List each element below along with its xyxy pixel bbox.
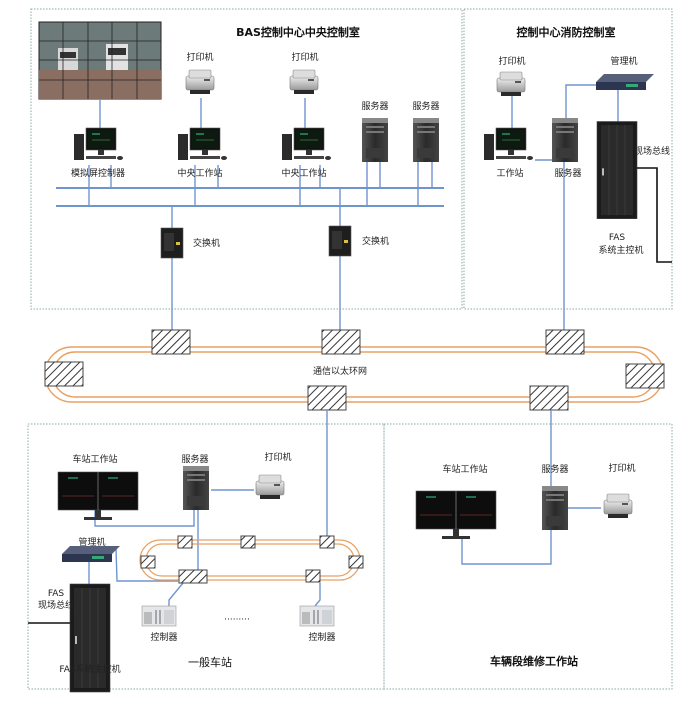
ring-node: [529, 385, 569, 411]
bas-switch-1: [160, 227, 184, 259]
controller-2-label: 控制器: [308, 631, 335, 643]
fire-manager-label: 管理机: [610, 55, 637, 67]
fire-manager: [596, 74, 654, 90]
central-workstation-1-label: 中央工作站: [177, 167, 222, 179]
bas-server-1: [362, 118, 388, 162]
fire-workstation: [483, 127, 534, 161]
depot-server: [542, 486, 568, 530]
controller-ellipsis: ·········: [224, 615, 250, 625]
controller-2: [299, 605, 335, 627]
central-workstation-2: [281, 127, 332, 161]
station-fas-host-rack: [69, 583, 111, 693]
station-server: [183, 466, 209, 510]
ring-node: [140, 555, 156, 569]
bas-printer-2: [289, 69, 319, 95]
fas-host-rack: [596, 121, 638, 220]
ring-node: [625, 363, 665, 389]
bas-server-2-label: 服务器: [412, 100, 439, 112]
fire-server: [552, 118, 578, 162]
zone-fire-center: [463, 8, 673, 310]
zone-bas-center: [30, 8, 463, 310]
ring-node: [178, 569, 208, 584]
fas-host-label-2: 系统主控机: [598, 244, 643, 256]
fire-printer: [496, 71, 526, 97]
depot-workstation: [415, 490, 497, 540]
bas-switch-2-label: 交换机: [362, 235, 389, 247]
depot-printer: [603, 493, 633, 519]
station-server-label: 服务器: [181, 453, 208, 465]
depot-server-label: 服务器: [541, 463, 568, 475]
ring-node: [44, 361, 84, 387]
ring-node: [321, 329, 361, 355]
bas-switch-1-label: 交换机: [193, 237, 220, 249]
ring-node: [348, 555, 364, 569]
bas-center-title: BAS控制中心中央控制室: [236, 25, 360, 39]
station-fas-host-label: FAS系统主控机: [59, 663, 120, 675]
bas-switch-2: [328, 225, 352, 257]
bas-server-2: [413, 118, 439, 162]
videowall-controller-pc: [73, 127, 124, 161]
bas-printer-1: [185, 69, 215, 95]
station-workstation-label: 车站工作站: [72, 453, 117, 465]
ring-nodes: [44, 329, 665, 411]
video-wall: [38, 21, 162, 100]
fire-workstation-label: 工作站: [496, 167, 523, 179]
field-bus-label-1: 现场总线: [634, 145, 670, 157]
station-fas-bus-label-1: FAS: [48, 589, 65, 599]
central-workstation-2-label: 中央工作站: [281, 167, 326, 179]
bas-links: [56, 98, 444, 330]
station-manager-label: 管理机: [78, 536, 105, 548]
ring-node: [240, 535, 256, 549]
general-station-title: 一般车站: [188, 655, 232, 669]
bas-server-1-label: 服务器: [361, 100, 388, 112]
depot-printer-label: 打印机: [608, 462, 635, 474]
station-manager: [62, 546, 120, 562]
videowall-controller-label: 模拟屏控制器: [71, 167, 125, 179]
fire-center-title: 控制中心消防控制室: [517, 25, 616, 39]
zone-depot: [383, 423, 673, 690]
station-workstation: [57, 471, 139, 521]
station-ring-nodes: [140, 535, 364, 584]
station-printer: [255, 474, 285, 500]
controller-1: [141, 605, 177, 627]
field-bus-line: [637, 167, 672, 263]
ring-node: [319, 535, 335, 549]
ring-node: [307, 385, 347, 411]
fire-printer-label: 打印机: [498, 55, 525, 67]
ring-node: [177, 535, 193, 549]
station-printer-label: 打印机: [264, 451, 291, 463]
zone-general-station: [27, 423, 385, 690]
depot-title: 车辆段维修工作站: [490, 654, 578, 668]
controller-1-label: 控制器: [150, 631, 177, 643]
depot-workstation-label: 车站工作站: [442, 463, 487, 475]
depot-links: [461, 410, 601, 565]
ring-label: 通信以太环网: [313, 365, 367, 377]
bas-printer-2-label: 打印机: [291, 51, 318, 63]
ring-node: [545, 329, 585, 355]
station-fas-bus-label-2: 现场总线: [38, 599, 74, 611]
bas-printer-1-label: 打印机: [186, 51, 213, 63]
central-workstation-1: [177, 127, 228, 161]
fire-center-links: [511, 84, 619, 330]
fire-server-label: 服务器: [554, 167, 581, 179]
ring-node: [151, 329, 191, 355]
station-links: [88, 410, 328, 612]
ring-node: [305, 569, 321, 583]
fas-host-label-1: FAS: [609, 233, 626, 243]
